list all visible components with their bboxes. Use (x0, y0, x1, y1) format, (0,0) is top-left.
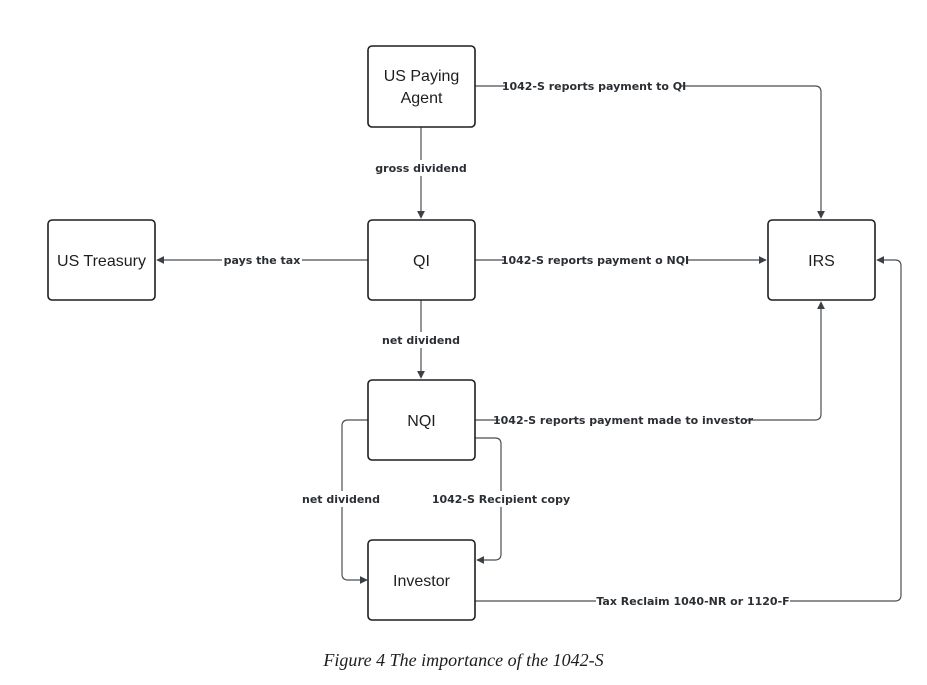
edge-nqi-to-investor-right: 1042-S Recipient copy (432, 437, 570, 564)
edge-label-agent-to-qi: gross dividend (375, 162, 466, 175)
node-us-paying-agent: US Paying Agent (367, 45, 476, 128)
edge-label-nqi-to-investor-left: net dividend (302, 493, 380, 506)
edge-line (475, 256, 902, 602)
edge-label-qi-to-nqi: net dividend (382, 334, 460, 347)
edge-qi-to-treasury: pays the tax (156, 252, 368, 268)
edge-agent-to-irs: 1042-S reports payment to QI (475, 78, 825, 219)
node-box (367, 539, 476, 621)
node-label: QI (413, 253, 430, 270)
edge-label-bg (372, 160, 470, 176)
node-label: Investor (393, 573, 451, 590)
edge-label-qi-to-irs: 1042-S reports payment o NQI (501, 254, 689, 267)
edge-label-investor-to-irs: Tax Reclaim 1040-NR or 1120-F (596, 595, 789, 608)
edge-label-bg (434, 491, 568, 507)
edge-label-nqi-to-investor-right: 1042-S Recipient copy (432, 493, 570, 506)
edge-label-nqi-to-irs: 1042-S reports payment made to investor (493, 414, 754, 427)
node-qi: QI (367, 219, 476, 301)
edge-label-qi-to-treasury: pays the tax (224, 254, 301, 267)
node-box (367, 219, 476, 301)
edge-label-bg (596, 593, 790, 609)
node-box (367, 379, 476, 461)
node-irs: IRS (767, 219, 876, 301)
node-label: US Treasury (57, 253, 146, 270)
node-label: NQI (407, 413, 435, 430)
edge-nqi-to-irs: 1042-S reports payment made to investor (475, 301, 825, 428)
figure-caption: Figure 4 The importance of the 1042-S (323, 650, 604, 670)
edge-label-bg (504, 252, 686, 268)
edge-label-bg (507, 78, 681, 94)
edge-line (475, 85, 825, 219)
edge-qi-to-irs: 1042-S reports payment o NQI (475, 252, 767, 268)
edge-qi-to-nqi: net dividend (380, 300, 462, 379)
node-box (767, 219, 876, 301)
edge-label-bg (300, 491, 382, 507)
edge-agent-to-qi: gross dividend (372, 127, 470, 219)
edge-nqi-to-investor-left: net dividend (300, 419, 382, 584)
edge-label-bg (380, 332, 462, 348)
edge-investor-to-irs: Tax Reclaim 1040-NR or 1120-F (475, 256, 902, 609)
node-label: IRS (808, 253, 835, 270)
edge-label-bg (222, 252, 302, 268)
node-box (367, 45, 476, 128)
node-nqi: NQI (367, 379, 476, 461)
node-label-line2: Agent (401, 90, 443, 107)
node-investor: Investor (367, 539, 476, 621)
node-box (47, 219, 156, 301)
edge-label-bg (500, 412, 746, 428)
node-label-line1: US Paying (384, 68, 460, 85)
edge-label-agent-to-irs: 1042-S reports payment to QI (502, 80, 686, 93)
node-us-treasury: US Treasury (47, 219, 156, 301)
edge-line (475, 301, 825, 421)
